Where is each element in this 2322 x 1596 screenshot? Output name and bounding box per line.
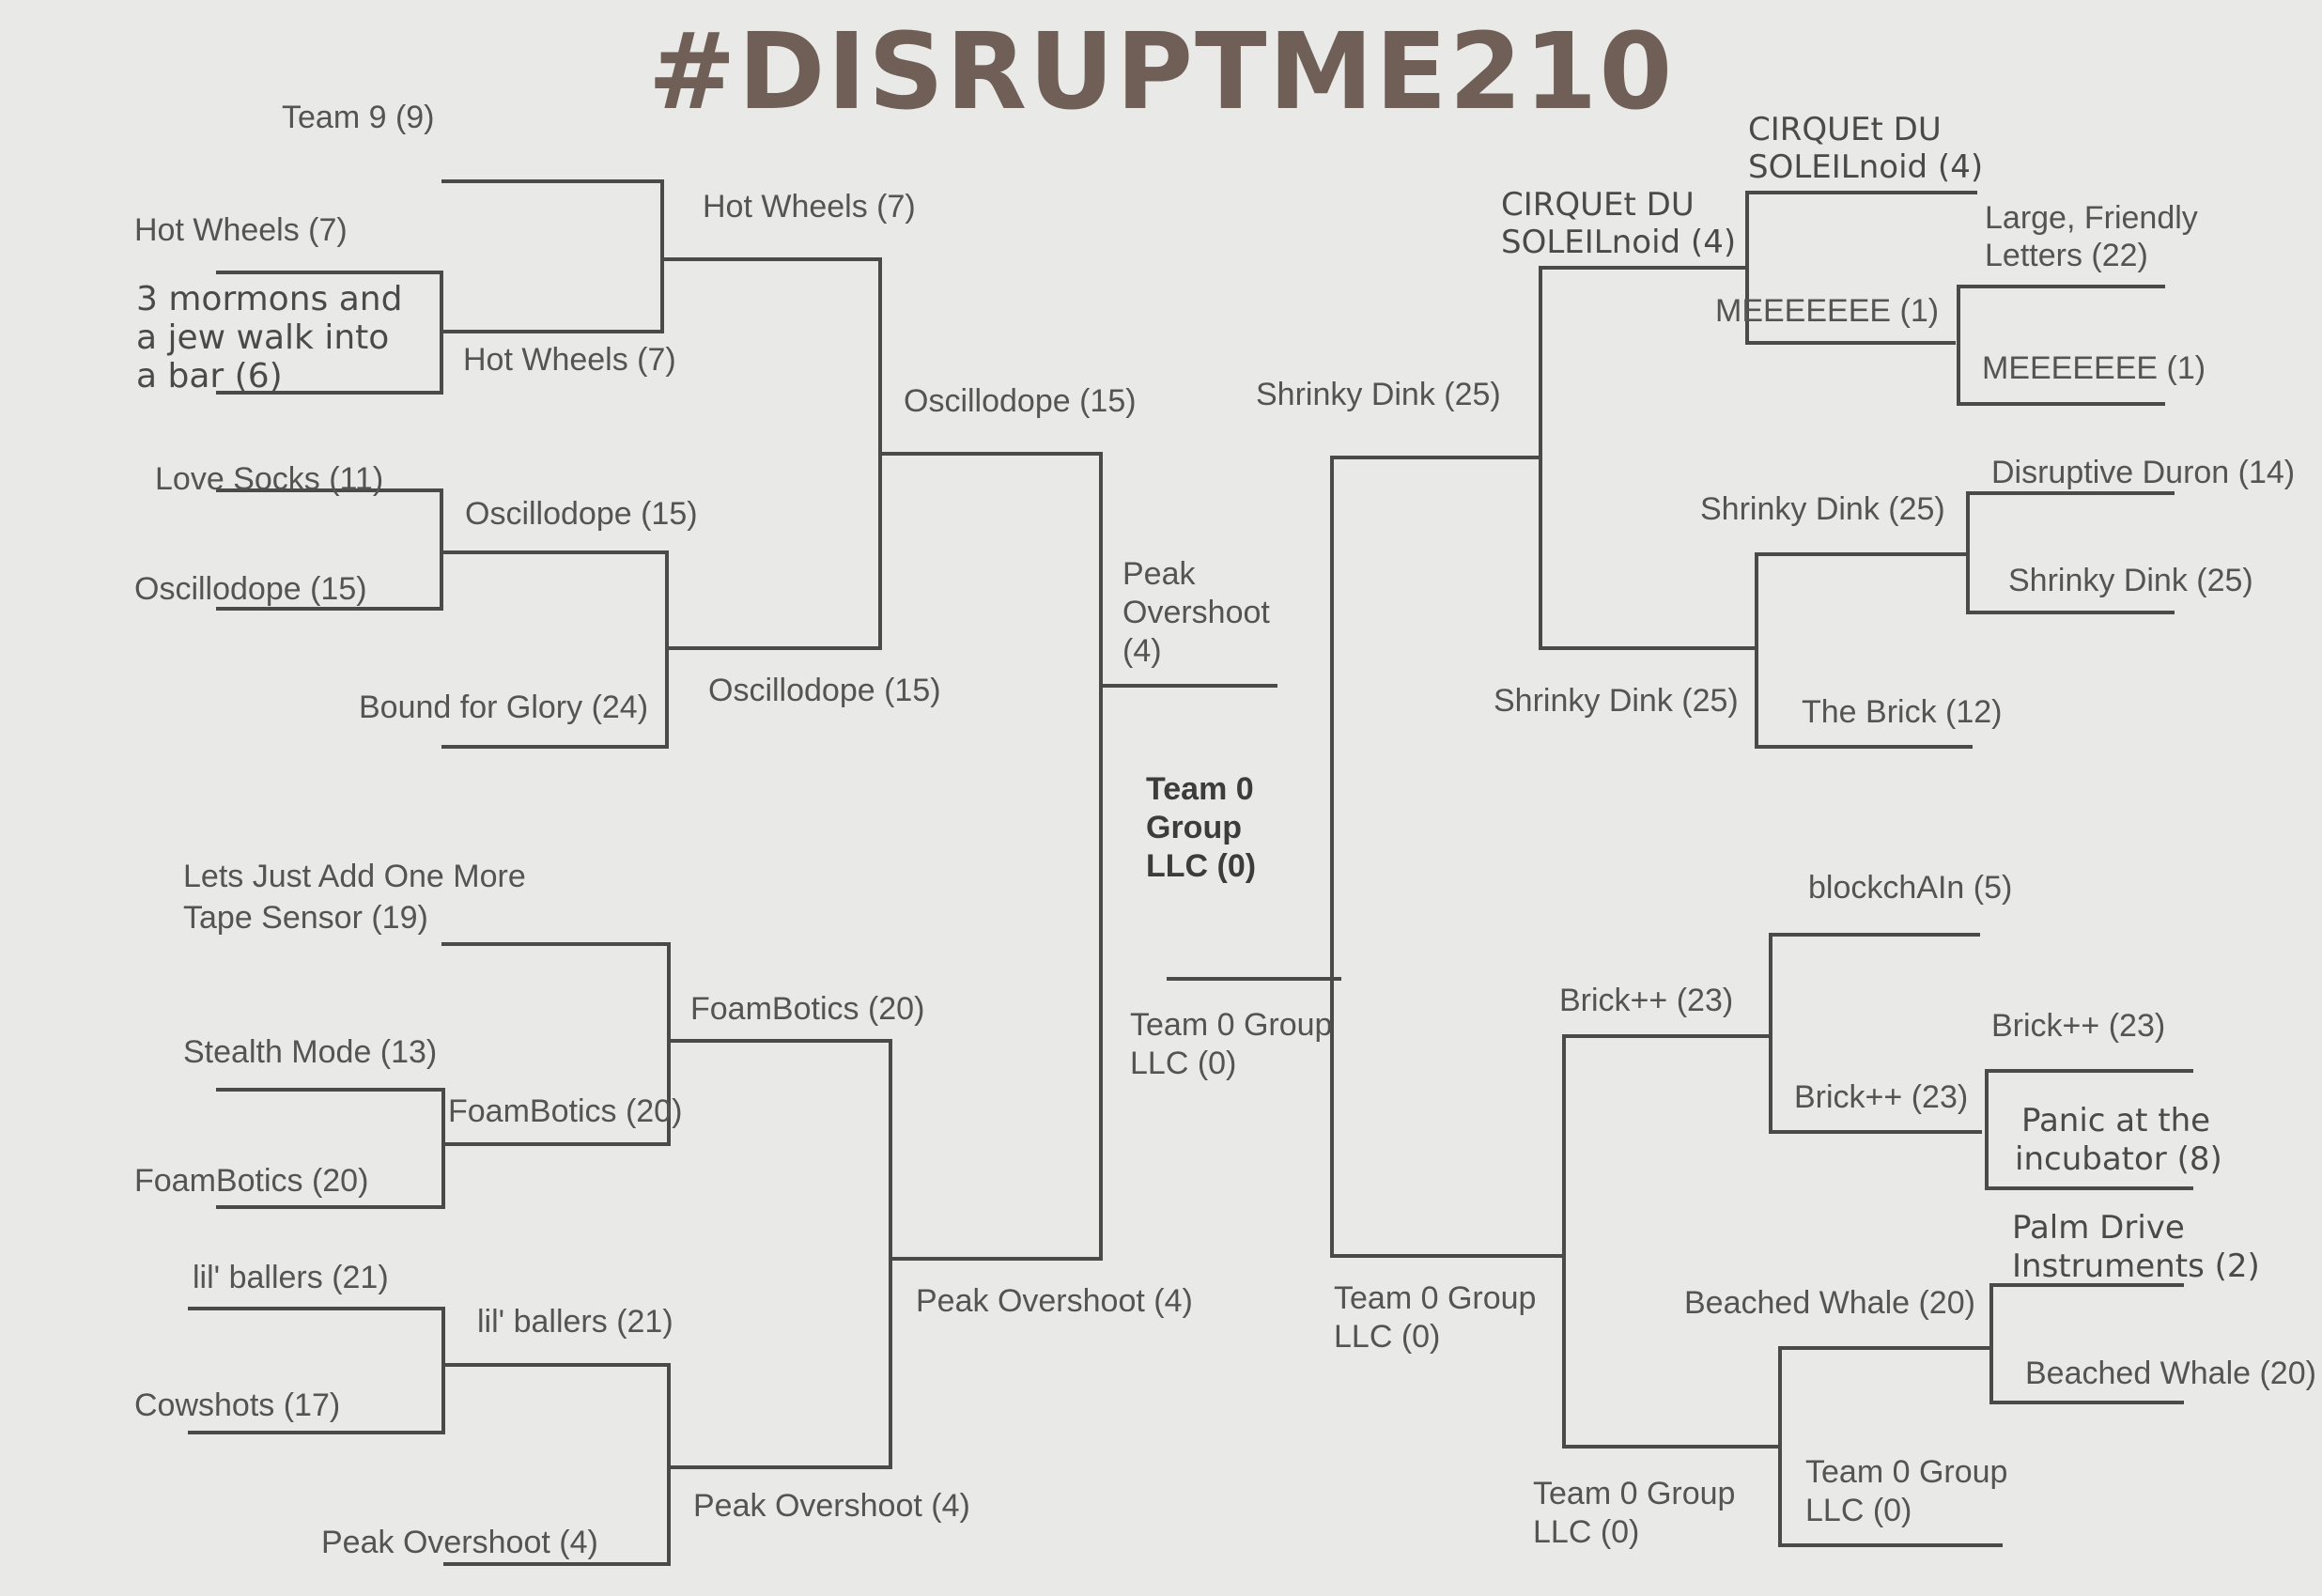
team-label: Shrinky Dink (25) — [1494, 683, 1739, 719]
team-label: MEEEEEEE (1) — [1982, 350, 2206, 386]
team-label: blockchAIn (5) — [1808, 870, 2013, 906]
team-label: Team 0 Group — [1130, 1007, 1333, 1043]
team-label: Hot Wheels (7) — [703, 189, 916, 225]
team-label: Shrinky Dink (25) — [2008, 563, 2253, 598]
match-r1-lovesocks-vs-oscillodope — [216, 488, 443, 611]
team-label: LLC (0) — [1334, 1319, 1441, 1355]
team-label: Oscillodope (15) — [134, 571, 367, 607]
team-label: Overshoot — [1122, 595, 1270, 630]
team-label: Peak Overshoot (4) — [916, 1283, 1193, 1319]
match-r2-brickpp-vs-team0 — [1562, 1034, 1780, 1449]
team-label: Beached Whale (20) — [2025, 1356, 2316, 1391]
team-label: FoamBotics (20) — [448, 1093, 683, 1129]
team-label: Oscillodope (15) — [708, 673, 941, 708]
team-label: Peak Overshoot (4) — [693, 1488, 970, 1524]
team-label: Oscillodope (15) — [904, 383, 1137, 419]
team-label: LLC (0) — [1130, 1046, 1237, 1081]
team-label: 3 mormons and — [136, 280, 403, 318]
match-r2-foambotics-vs-peak — [669, 1039, 892, 1469]
team-label: Team 0 Group — [1805, 1454, 2008, 1490]
match-r1-brickpp-vs-panic — [1985, 1069, 2193, 1190]
match-r1-team9-vs-hotwheels — [441, 179, 664, 333]
team-label: a jew walk into — [136, 318, 390, 357]
match-r1-shrinky-vs-brick — [1755, 552, 1973, 749]
team-label: Disruptive Duron (14) — [1991, 455, 2296, 490]
champion-label: Team 0 — [1146, 771, 1254, 807]
team-label: Palm Drive — [2012, 1209, 2185, 1247]
team-label: Peak Overshoot (4) — [321, 1525, 598, 1560]
match-r1-lilballers-vs-peak — [443, 1363, 671, 1566]
team-label: Love Socks (11) — [155, 461, 384, 497]
match-r1-hotwheels-vs-mormons — [216, 271, 443, 395]
team-label: Hot Wheels (7) — [463, 342, 676, 378]
team-label: Large, Friendly — [1985, 200, 2198, 236]
team-label: CIRQUEt DU — [1501, 186, 1695, 224]
team-label: Hot Wheels (7) — [134, 212, 348, 248]
match-r3-shrinky-vs-team0 — [1330, 456, 1564, 1258]
match-r2-hotwheels-vs-oscillodope — [662, 257, 882, 650]
team-label: SOLEILnoid (4) — [1501, 224, 1737, 261]
team-label: Tape Sensor (19) — [183, 900, 428, 936]
team-label: The Brick (12) — [1802, 694, 2003, 730]
team-label: Beached Whale (20) — [1684, 1285, 1975, 1321]
team-label: LLC (0) — [1805, 1493, 1912, 1528]
team-label: LLC (0) — [1533, 1514, 1640, 1550]
bracket-lines-group — [188, 179, 2193, 1566]
match-r1-palm-vs-beached — [1989, 1283, 2184, 1404]
team-label: Team 0 Group — [1334, 1280, 1537, 1316]
team-label: Team 9 (9) — [282, 100, 435, 135]
team-label: incubator (8) — [2015, 1140, 2222, 1178]
team-label: MEEEEEEE (1) — [1715, 293, 1940, 329]
team-label: lil' ballers (21) — [477, 1304, 673, 1340]
page-title: #DISRUPTME210 — [647, 11, 1675, 133]
match-r1-blockchain-vs-brickpp — [1769, 933, 1982, 1134]
team-label: FoamBotics (20) — [690, 991, 925, 1027]
team-label: Letters (22) — [1985, 238, 2148, 273]
match-r1-stealth-vs-foambotics — [216, 1088, 445, 1209]
team-label: Brick++ (23) — [1559, 983, 1734, 1018]
match-r1-large-vs-mee — [1957, 285, 2165, 406]
team-label: Brick++ (23) — [1991, 1008, 2166, 1044]
team-label: FoamBotics (20) — [134, 1163, 369, 1199]
team-label: SOLEILnoid (4) — [1748, 148, 1984, 186]
team-label: Shrinky Dink (25) — [1700, 491, 1945, 527]
team-label: Team 0 Group — [1533, 1476, 1736, 1511]
match-r1-lets-vs-foambotics — [441, 942, 671, 1146]
team-label: CIRQUEt DU — [1748, 111, 1942, 148]
team-label: Brick++ (23) — [1794, 1079, 1969, 1115]
match-r3-oscillodope-vs-peak — [880, 452, 1103, 1261]
match-r1-lilballers-vs-cowshots — [188, 1307, 445, 1434]
team-label: Bound for Glory (24) — [359, 690, 649, 725]
team-label: (4) — [1122, 633, 1162, 669]
team-label: Stealth Mode (13) — [183, 1034, 438, 1070]
team-label: Panic at the — [2021, 1102, 2211, 1139]
team-label: Cowshots (17) — [134, 1387, 341, 1423]
team-label: Oscillodope (15) — [465, 496, 698, 532]
team-label: Lets Just Add One More — [183, 859, 526, 894]
team-label: Peak — [1122, 556, 1196, 592]
team-label: lil' ballers (21) — [193, 1260, 389, 1295]
champion-label: Group — [1146, 810, 1242, 845]
team-label: Instruments (2) — [2012, 1247, 2260, 1285]
team-label: a bar (6) — [136, 357, 283, 395]
champion-label: LLC (0) — [1146, 848, 1257, 884]
team-label: Shrinky Dink (25) — [1256, 377, 1501, 412]
